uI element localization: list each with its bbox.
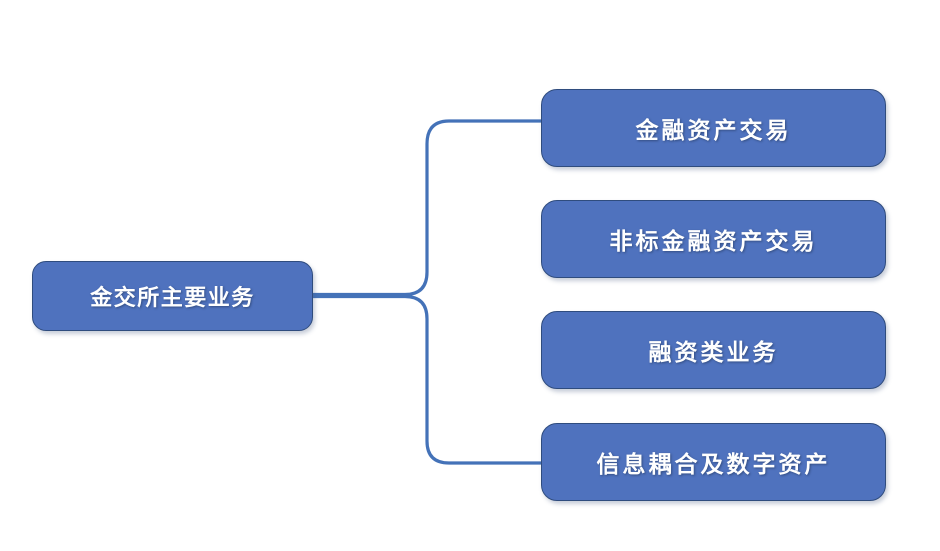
root-node[interactable]: 金交所主要业务: [32, 261, 313, 331]
child-node-label: 信息耦合及数字资产: [596, 451, 831, 477]
child-node-label: 金融资产交易: [635, 117, 792, 143]
root-node-label: 金交所主要业务: [90, 285, 255, 310]
child-node-financing-business[interactable]: 融资类业务: [541, 311, 886, 389]
child-node-label: 融资类业务: [648, 339, 779, 365]
child-node-financial-asset-trading[interactable]: 金融资产交易: [541, 89, 886, 167]
connector-root-to-child-0: [311, 119, 543, 297]
child-node-information-coupling-digital-assets[interactable]: 信息耦合及数字资产: [541, 423, 886, 501]
connector-root-to-child-3: [311, 294, 543, 465]
child-node-label: 非标金融资产交易: [609, 228, 818, 254]
child-node-nonstandard-financial-asset-trading[interactable]: 非标金融资产交易: [541, 200, 886, 278]
